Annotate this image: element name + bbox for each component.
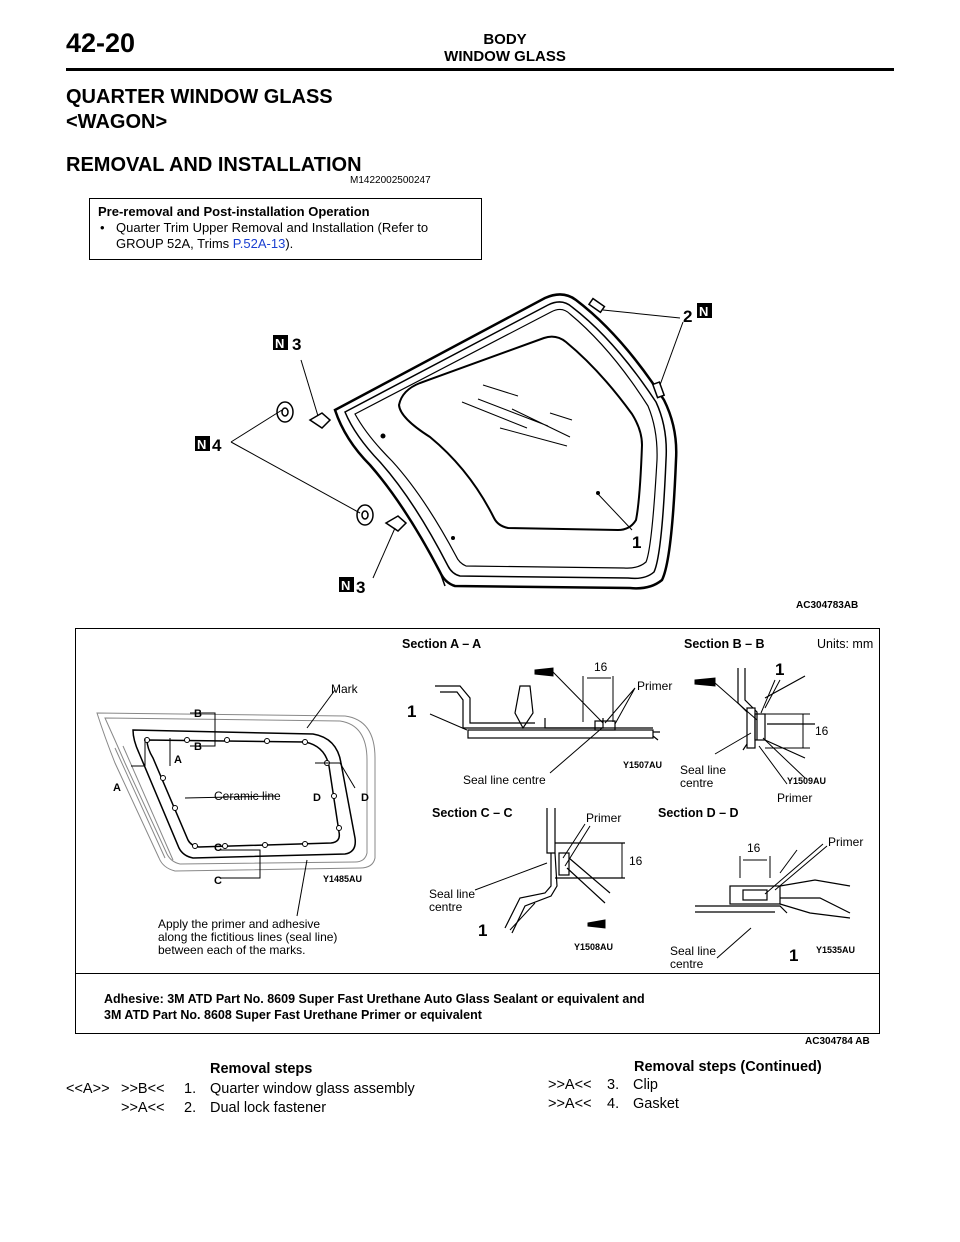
step-ref-3[interactable]: >>A<< [548, 1077, 592, 1093]
step-label-2: Dual lock fastener [210, 1100, 327, 1116]
callout-1-cc: 1 [478, 921, 487, 940]
preop-box: Pre-removal and Post-installation Operat… [89, 198, 482, 260]
code-y1485: Y1485AU [323, 874, 362, 884]
list-item: <<A>> >>B<< 1. Quarter window glass asse… [66, 1080, 476, 1099]
svg-text:N: N [341, 578, 350, 593]
step-num-4: 4. [607, 1096, 620, 1112]
figure1-code: AC304783AB [796, 600, 859, 611]
new-part-marks: N N N N [195, 303, 712, 593]
list-item: >>A<< 4. Gasket [548, 1095, 878, 1114]
step-num-3: 3. [607, 1077, 620, 1093]
code-y1508: Y1508AU [574, 942, 613, 952]
centre-dd: centre [670, 957, 704, 971]
ceramic-line-label: Ceramic line [214, 789, 281, 803]
adhesive-divider [75, 973, 880, 974]
centre-cc: centre [429, 900, 463, 914]
section-name: BODY [483, 31, 527, 48]
dim-16-dd: 16 [747, 841, 761, 855]
label-d-right: D [361, 792, 369, 804]
dim-16-bb: 16 [815, 724, 829, 738]
seal-line-dd: Seal line [670, 944, 716, 958]
page-subtitle: <WAGON> [66, 111, 168, 133]
dim-16-aa: 16 [594, 660, 608, 674]
adhesive-note: Adhesive: 3M ATD Part No. 8609 Super Fas… [104, 991, 645, 1023]
code-y1507: Y1507AU [623, 760, 662, 770]
callout-4: 4 [212, 436, 222, 455]
mark-label: Mark [331, 682, 359, 696]
removal-steps-cont-heading: Removal steps (Continued) [634, 1059, 822, 1075]
primer-bb: Primer [777, 791, 812, 805]
primer-cc: Primer [586, 811, 621, 825]
section-diagrams: B B A A D D C C Mark Ceramic line Y1485A… [96, 637, 873, 971]
label-c-bottom: C [214, 875, 222, 887]
bullet-icon: • [100, 220, 105, 235]
adhesive-line2: 3M ATD Part No. 8608 Super Fast Urethane… [104, 1008, 482, 1022]
list-item: >>A<< 3. Clip [548, 1076, 878, 1095]
quarter-window-diagram: 2 3 4 1 3 N N N N [195, 293, 712, 597]
preop-bullet: • Quarter Trim Upper Removal and Install… [98, 220, 473, 252]
page-number: 42-20 [66, 28, 136, 58]
label-a-right: A [174, 754, 182, 766]
label-b-bottom: B [194, 741, 202, 753]
primer-dd: Primer [828, 835, 863, 849]
trims-link[interactable]: P.52A-13 [232, 236, 286, 251]
code-y1509: Y1509AU [787, 776, 826, 786]
svg-text:N: N [699, 304, 708, 319]
section-aa-label: Section A – A [402, 637, 481, 651]
svg-text:N: N [197, 437, 206, 452]
units-label: Units: mm [817, 637, 873, 651]
apply-line2: along the fictitious lines (seal line) [158, 930, 337, 944]
figure2-code: AC304784 AB [805, 1036, 870, 1047]
step-num-2: 2. [184, 1100, 197, 1116]
apply-line3: between each of the marks. [158, 943, 305, 957]
page-title: QUARTER WINDOW GLASS [66, 86, 333, 108]
seal-line-bb: Seal line [680, 763, 726, 777]
removal-steps-list: <<A>> >>B<< 1. Quarter window glass asse… [66, 1080, 476, 1118]
seal-line-cc: Seal line [429, 887, 475, 901]
section-cc-label: Section C – C [432, 806, 513, 820]
dim-16-cc: 16 [629, 854, 643, 868]
section-bb-label: Section B – B [684, 637, 765, 651]
callout-1-aa: 1 [407, 702, 416, 721]
step-ref-4[interactable]: >>A<< [548, 1096, 592, 1112]
seal-line-centre-aa: Seal line centre [463, 773, 546, 787]
preop-heading: Pre-removal and Post-installation Operat… [98, 204, 370, 219]
adhesive-line1: Adhesive: 3M ATD Part No. 8609 Super Fas… [104, 992, 645, 1006]
primer-aa: Primer [637, 679, 672, 693]
removal-steps-cont-list: >>A<< 3. Clip >>A<< 4. Gasket [548, 1076, 878, 1114]
step-ref-1b[interactable]: >>B<< [121, 1081, 165, 1097]
procedure-title: REMOVAL AND INSTALLATION [66, 154, 362, 176]
label-c-top: C [214, 842, 222, 854]
subsection-name: WINDOW GLASS [444, 48, 566, 65]
callout-1: 1 [632, 533, 641, 552]
preop-bullet-line1: Quarter Trim Upper Removal and Installat… [116, 220, 429, 235]
step-ref-1a[interactable]: <<A>> [66, 1081, 110, 1097]
svg-text:N: N [275, 336, 284, 351]
header-rule [66, 68, 894, 71]
label-d-left: D [313, 792, 321, 804]
callout-3-top: 3 [292, 335, 301, 354]
step-label-1: Quarter window glass assembly [210, 1081, 415, 1097]
section-dd-label: Section D – D [658, 806, 739, 820]
step-label-3: Clip [633, 1077, 658, 1093]
label-a-left: A [113, 782, 121, 794]
label-b-top: B [194, 708, 202, 720]
doc-code: M1422002500247 [350, 175, 431, 186]
step-ref-2[interactable]: >>A<< [121, 1100, 165, 1116]
removal-steps-heading: Removal steps [210, 1061, 313, 1077]
callout-3-bottom: 3 [356, 578, 365, 597]
apply-line1: Apply the primer and adhesive [158, 917, 320, 931]
section-title: BODY WINDOW GLASS [0, 31, 960, 65]
centre-bb: centre [680, 776, 714, 790]
list-item: >>A<< 2. Dual lock fastener [66, 1099, 476, 1118]
callout-2: 2 [683, 307, 692, 326]
code-y1535: Y1535AU [816, 945, 855, 955]
section-diagram-box [75, 628, 880, 1034]
callout-1-dd: 1 [789, 946, 798, 965]
step-label-4: Gasket [633, 1096, 679, 1112]
callout-1-bb: 1 [775, 660, 784, 679]
step-num-1: 1. [184, 1081, 197, 1097]
preop-bullet-line2: GROUP 52A, Trims P.52A-13). [116, 236, 294, 251]
